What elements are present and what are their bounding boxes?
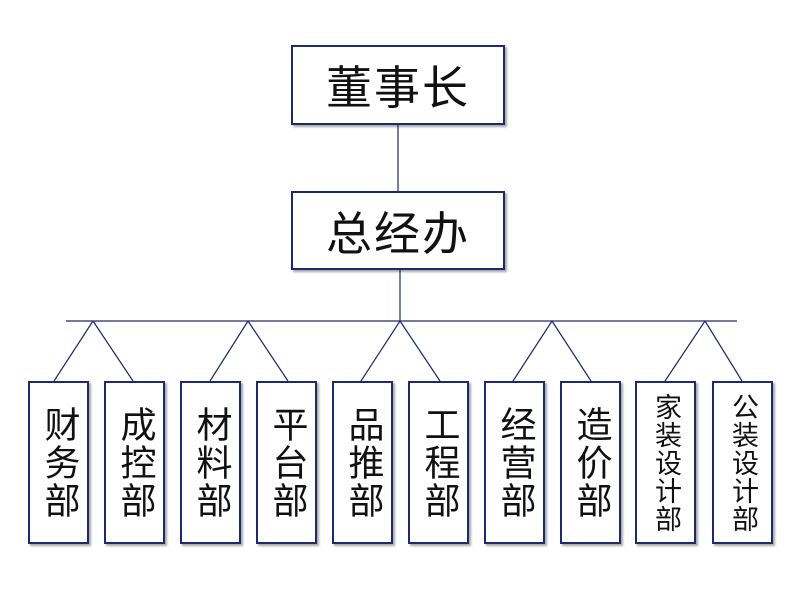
dept-label: 财务部 bbox=[38, 405, 80, 520]
dept-label: 品推部 bbox=[342, 405, 384, 520]
dept-box-cost-estimation: 造价部 bbox=[560, 381, 621, 544]
dept-label: 工程部 bbox=[418, 405, 460, 520]
branch-left bbox=[53, 320, 94, 382]
branch-left bbox=[360, 320, 401, 382]
branch-left bbox=[512, 320, 553, 382]
dept-label: 成控部 bbox=[114, 405, 156, 520]
dept-label: 平台部 bbox=[266, 405, 308, 520]
dept-box-commercial-design: 公装设计部 bbox=[712, 381, 773, 544]
dept-box-materials: 材料部 bbox=[180, 381, 241, 544]
dept-box-operations: 经营部 bbox=[484, 381, 545, 544]
branch-right bbox=[551, 320, 592, 382]
dept-label: 材料部 bbox=[190, 405, 232, 520]
dept-box-brand-promotion: 品推部 bbox=[332, 381, 393, 544]
general-office-label: 总经办 bbox=[326, 206, 470, 261]
dept-box-cost-control: 成控部 bbox=[104, 381, 165, 544]
chairman-box: 董事长 bbox=[291, 45, 505, 125]
branch-right bbox=[399, 320, 441, 382]
dept-box-platform: 平台部 bbox=[256, 381, 317, 544]
dept-box-finance: 财务部 bbox=[28, 381, 89, 544]
branch-right bbox=[92, 320, 134, 382]
dept-box-engineering: 工程部 bbox=[408, 381, 469, 544]
dept-box-home-design: 家装设计部 bbox=[635, 381, 696, 544]
branch-right bbox=[247, 320, 289, 382]
branch-right bbox=[704, 320, 743, 382]
chairman-label: 董事长 bbox=[326, 61, 470, 115]
dept-label: 造价部 bbox=[570, 405, 612, 520]
dept-label: 经营部 bbox=[494, 405, 536, 520]
general-office-box: 总经办 bbox=[291, 191, 505, 270]
branch-left bbox=[664, 320, 706, 382]
dept-label: 家装设计部 bbox=[650, 392, 681, 533]
branch-left bbox=[209, 320, 249, 382]
dept-label: 公装设计部 bbox=[727, 392, 758, 533]
